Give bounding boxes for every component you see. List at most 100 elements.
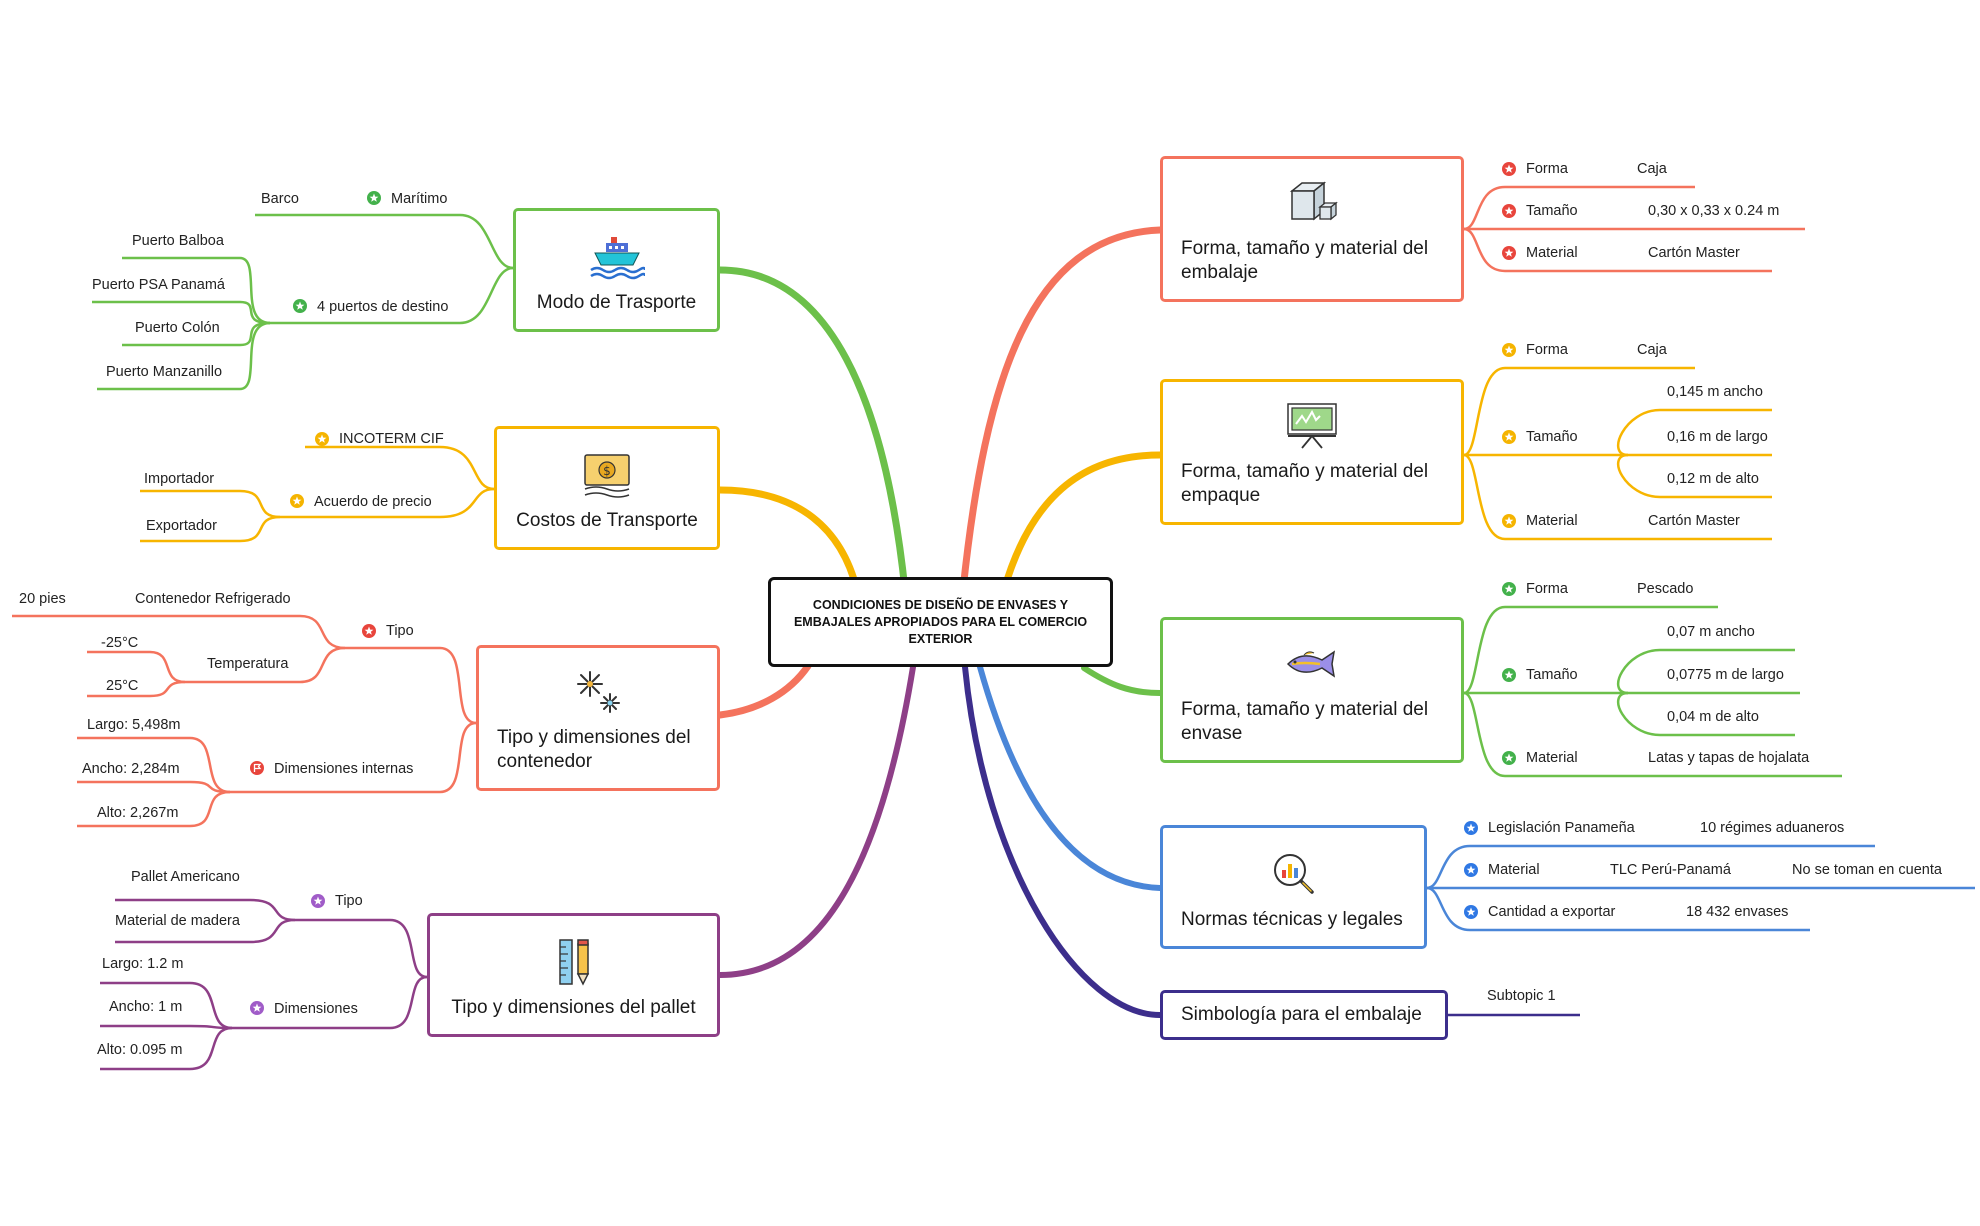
value-normas-material[interactable]: TLC Perú-Panamá [1610, 862, 1731, 878]
boxes-icon [1289, 181, 1338, 221]
value-envase-largo[interactable]: 0,0775 m de largo [1667, 667, 1784, 683]
label-tipo[interactable]: Tipo [386, 623, 414, 639]
topic-empaque[interactable]: Forma, tamaño y material del empaque [1160, 379, 1464, 525]
star-marker-icon [1502, 162, 1516, 176]
topic-tipo-dimensiones-contenedor[interactable]: Tipo y dimensiones del contenedor [476, 645, 720, 791]
label-embalaje-material[interactable]: Material [1526, 245, 1578, 261]
value-embalaje-forma[interactable]: Caja [1637, 161, 1667, 177]
label-dimensiones-pallet[interactable]: Dimensiones [274, 1001, 358, 1017]
topic-simbologia[interactable]: Simbología para el embalaje [1160, 990, 1448, 1040]
label-temp-minus25[interactable]: -25°C [101, 635, 139, 651]
topic-costos-de-transporte[interactable]: $ Costos de Transporte [494, 426, 720, 550]
label-cantidad[interactable]: Cantidad a exportar [1488, 904, 1616, 920]
label-exportador[interactable]: Exportador [146, 518, 217, 534]
label-largo-pallet[interactable]: Largo: 1.2 m [102, 956, 184, 972]
topic-tipo-dimensiones-pallet[interactable]: Tipo y dimensiones del pallet [427, 913, 720, 1037]
label-temperatura[interactable]: Temperatura [207, 656, 289, 672]
label-embalaje-tamano[interactable]: Tamaño [1526, 203, 1578, 219]
value-envase-ancho[interactable]: 0,07 m ancho [1667, 624, 1755, 640]
branch-empaque [1000, 451, 1164, 594]
label-acuerdo[interactable]: Acuerdo de precio [314, 494, 432, 510]
label-normas-material[interactable]: Material [1488, 862, 1540, 878]
star-marker-icon [290, 494, 304, 508]
label-envase-material[interactable]: Material [1526, 750, 1578, 766]
value-empaque-forma[interactable]: Caja [1637, 342, 1667, 358]
value-embalaje-tamano[interactable]: 0,30 x 0,33 x 0.24 m [1648, 203, 1780, 219]
svg-text:$: $ [603, 464, 611, 478]
label-incoterm[interactable]: INCOTERM CIF [339, 431, 444, 447]
value-embalaje-material[interactable]: Cartón Master [1648, 245, 1740, 261]
branch-envase [1081, 665, 1163, 696]
star-marker-icon [1502, 514, 1516, 528]
label-puerto-balboa[interactable]: Puerto Balboa [132, 233, 224, 249]
star-marker-icon [1502, 204, 1516, 218]
value-cantidad[interactable]: 18 432 envases [1686, 904, 1789, 920]
star-marker-icon [1464, 821, 1478, 835]
star-marker-icon [1502, 668, 1516, 682]
magnifier-chart-icon [1273, 854, 1314, 894]
label-puerto-manzanillo[interactable]: Puerto Manzanillo [106, 364, 223, 380]
label-20-pies[interactable]: 20 pies [19, 591, 66, 607]
topic-envase[interactable]: Forma, tamaño y material del envase [1160, 617, 1464, 763]
label-alto-pallet[interactable]: Alto: 0.095 m [97, 1042, 183, 1058]
label-embalaje-forma[interactable]: Forma [1526, 161, 1568, 177]
star-marker-icon [1464, 905, 1478, 919]
label-pallet-americano[interactable]: Pallet Americano [131, 869, 240, 885]
label-temp-25[interactable]: 25°C [106, 678, 139, 694]
label-subtopic-1[interactable]: Subtopic 1 [1487, 988, 1556, 1004]
label-empaque-tamano[interactable]: Tamaño [1526, 429, 1578, 445]
value-envase-forma[interactable]: Pescado [1637, 581, 1694, 597]
central-topic[interactable]: CONDICIONES DE DISEÑO DE ENVASES Y EMBAJ… [768, 577, 1113, 667]
label-empaque-forma[interactable]: Forma [1526, 342, 1568, 358]
value-empaque-ancho[interactable]: 0,145 m ancho [1667, 384, 1763, 400]
label-puerto-colon[interactable]: Puerto Colón [135, 320, 220, 336]
topic-modo-de-trasporte[interactable]: Modo de Trasporte [513, 208, 720, 332]
label-largo-contenedor[interactable]: Largo: 5,498m [87, 717, 181, 733]
topic-embalaje[interactable]: Forma, tamaño y material del embalaje [1160, 156, 1464, 302]
costos-subtree [140, 445, 495, 543]
branch-normas [977, 664, 1163, 891]
label-4-puertos[interactable]: 4 puertos de destino [317, 299, 449, 315]
label-envase-forma[interactable]: Forma [1526, 581, 1568, 597]
label-ancho-pallet[interactable]: Ancho: 1 m [109, 999, 183, 1015]
empaque-subtree [1463, 366, 1772, 541]
value-envase-alto[interactable]: 0,04 m de alto [1667, 709, 1759, 725]
topic-label: Forma, tamaño y material del envase [1181, 699, 1429, 744]
star-marker-icon [311, 894, 325, 908]
label-envase-tamano[interactable]: Tamaño [1526, 667, 1578, 683]
star-marker-icon [250, 1001, 264, 1015]
branch-costos [716, 486, 861, 594]
value-empaque-largo[interactable]: 0,16 m de largo [1667, 429, 1768, 445]
label-maritimo[interactable]: Marítimo [391, 191, 448, 207]
branch-modo [716, 266, 909, 594]
modo-subtree [92, 213, 514, 391]
label-empaque-material[interactable]: Material [1526, 513, 1578, 529]
label-material-madera[interactable]: Material de madera [115, 913, 240, 929]
label-dimensiones-internas[interactable]: Dimensiones internas [274, 761, 414, 777]
ruler-pencil-icon [558, 939, 589, 986]
value-empaque-material[interactable]: Cartón Master [1648, 513, 1740, 529]
label-barco[interactable]: Barco [261, 191, 299, 207]
label-importador[interactable]: Importador [144, 471, 215, 487]
flag-marker-icon [250, 761, 264, 775]
value-empaque-alto[interactable]: 0,12 m de alto [1667, 471, 1759, 487]
value-envase-material[interactable]: Latas y tapas de hojalata [1648, 750, 1810, 766]
presentation-board-icon [1287, 403, 1337, 449]
star-marker-icon [1502, 430, 1516, 444]
label-ancho-contenedor[interactable]: Ancho: 2,284m [82, 761, 180, 777]
topic-normas[interactable]: Normas técnicas y legales [1160, 825, 1427, 949]
contenedor-subtree [12, 614, 477, 828]
pallet-subtree [100, 898, 428, 1071]
money-icon: $ [584, 454, 630, 498]
star-marker-icon [315, 432, 329, 446]
value-legislacion[interactable]: 10 régimes aduaneros [1700, 820, 1845, 836]
star-marker-icon [1464, 863, 1478, 877]
label-tipo-pallet[interactable]: Tipo [335, 893, 363, 909]
label-puerto-psa[interactable]: Puerto PSA Panamá [92, 277, 225, 293]
embalaje-subtree [1463, 185, 1805, 273]
label-alto-contenedor[interactable]: Alto: 2,267m [97, 805, 179, 821]
label-legislacion[interactable]: Legislación Panameña [1488, 820, 1635, 836]
value-no-se-toman[interactable]: No se toman en cuenta [1792, 862, 1942, 878]
label-contenedor-refrigerado[interactable]: Contenedor Refrigerado [135, 591, 291, 607]
